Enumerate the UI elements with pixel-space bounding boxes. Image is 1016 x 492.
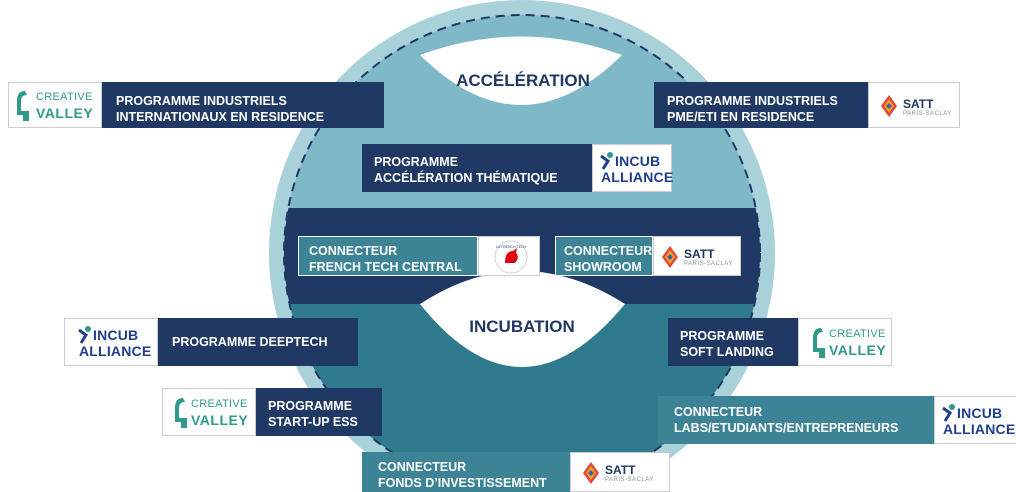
incub-line1: INCUB <box>615 153 661 169</box>
french-tech-line2: FRENCH TECH CENTRAL <box>309 260 462 274</box>
connecteur-labs: CONNECTEUR LABS/ETUDIANTS/ENTREPRENEURS <box>658 396 934 444</box>
acceleration-thematique-line2: ACCÉLÉRATION THÉMATIQUE <box>374 171 558 185</box>
satt-icon <box>662 246 678 268</box>
incubation-lens <box>420 271 625 367</box>
incubation-heading: INCUBATION <box>469 317 575 336</box>
soft-landing-line1: PROGRAMME <box>680 329 765 343</box>
programme-soft-landing: PROGRAMME SOFT LANDING <box>668 318 798 366</box>
satt-line1: SATT <box>684 247 715 261</box>
creative-valley-line1: CREATIVE <box>36 91 93 103</box>
incub-alliance-icon <box>942 404 955 422</box>
incub-alliance-logo-deeptech: INCUB ALLIANCE <box>64 318 158 366</box>
satt-icon <box>583 462 599 484</box>
incub-line2: ALLIANCE <box>943 421 1016 437</box>
satt-line2: PARIS-SACLAY <box>903 111 952 117</box>
showroom-line2: SHOWROOM <box>564 260 642 274</box>
creative-valley-line2: VALLEY <box>36 105 94 121</box>
incub-line1: INCUB <box>93 327 139 343</box>
creative-valley-logo-ess: CREATIVE VALLEY <box>162 388 256 436</box>
incub-alliance-icon <box>600 152 613 170</box>
french-tech-line1: CONNECTEUR <box>309 244 398 258</box>
incub-line2: ALLIANCE <box>601 169 674 185</box>
svg-text:LA FRENCH TECH: LA FRENCH TECH <box>496 245 527 249</box>
incub-alliance-logo-labs: INCUB ALLIANCE <box>934 396 1016 444</box>
acceleration-thematique-line1: PROGRAMME <box>374 155 459 169</box>
programme-deeptech: PROGRAMME DEEPTECH <box>158 318 358 366</box>
soft-landing-line2: SOFT LANDING <box>680 345 774 359</box>
programme-pme-line2: PME/ETI EN RESIDENCE <box>667 110 815 124</box>
creative-valley-icon <box>175 398 187 428</box>
fonds-line2: FONDS D’INVESTISSEMENT <box>378 476 547 490</box>
satt-logo-fonds: SATT PARIS-SACLAY <box>570 452 670 492</box>
programme-intl-line1: PROGRAMME INDUSTRIELS <box>116 94 287 108</box>
connecteur-showroom: CONNECTEUR SHOWROOM <box>555 236 653 276</box>
deeptech-line1: PROGRAMME DEEPTECH <box>172 335 328 349</box>
creative-valley-logo-intl: CREATIVE VALLEY <box>8 82 102 128</box>
programme-startup-ess: PROGRAMME START-UP ESS <box>256 388 382 436</box>
incub-alliance-icon <box>78 326 91 344</box>
labs-line1: CONNECTEUR <box>674 405 763 419</box>
acceleration-heading: ACCÉLÉRATION <box>456 71 590 90</box>
showroom-line1: CONNECTEUR <box>564 244 653 258</box>
creative-valley-icon <box>17 91 29 121</box>
labs-line2: LABS/ETUDIANTS/ENTREPRENEURS <box>674 421 899 435</box>
incub-line2: ALLIANCE <box>79 343 152 359</box>
dashed-cycle-ring <box>283 14 761 492</box>
connecteur-french-tech: CONNECTEUR FRENCH TECH CENTRAL <box>298 236 478 276</box>
startup-ess-line1: PROGRAMME <box>268 399 353 413</box>
satt-line2: PARIS-SACLAY <box>684 261 733 267</box>
programme-intl-line2: INTERNATIONAUX EN RESIDENCE <box>116 110 325 124</box>
creative-valley-line2: VALLEY <box>829 342 887 358</box>
creative-valley-line1: CREATIVE <box>829 328 886 340</box>
fonds-line1: CONNECTEUR <box>378 460 467 474</box>
french-tech-rooster-icon: LA FRENCH TECH <box>494 240 528 274</box>
programme-intl-residence: PROGRAMME INDUSTRIELS INTERNATIONAUX EN … <box>102 82 384 128</box>
incub-line1: INCUB <box>957 405 1003 421</box>
incub-alliance-logo-acceleration: INCUB ALLIANCE <box>592 144 674 192</box>
programme-pme-line1: PROGRAMME INDUSTRIELS <box>667 94 838 108</box>
satt-logo-showroom: SATT PARIS-SACLAY <box>653 236 741 276</box>
programme-acceleration-thematique: PROGRAMME ACCÉLÉRATION THÉMATIQUE <box>362 144 592 192</box>
programme-pme-residence: PROGRAMME INDUSTRIELS PME/ETI EN RESIDEN… <box>654 82 868 128</box>
creative-valley-line2: VALLEY <box>191 412 249 428</box>
acceleration-lens <box>420 36 622 105</box>
french-tech-logo: LA FRENCH TECH <box>478 236 540 276</box>
satt-line2: PARIS-SACLAY <box>605 477 654 483</box>
satt-icon <box>881 95 897 117</box>
satt-logo-pme: SATT PARIS-SACLAY <box>868 82 960 128</box>
creative-valley-icon <box>813 328 825 358</box>
startup-ess-line2: START-UP ESS <box>268 415 358 429</box>
satt-line1: SATT <box>605 463 636 477</box>
connecteur-fonds: CONNECTEUR FONDS D’INVESTISSEMENT <box>362 452 570 492</box>
creative-valley-logo-soft-landing: CREATIVE VALLEY <box>798 318 892 366</box>
satt-line1: SATT <box>903 97 934 111</box>
creative-valley-line1: CREATIVE <box>191 398 248 410</box>
